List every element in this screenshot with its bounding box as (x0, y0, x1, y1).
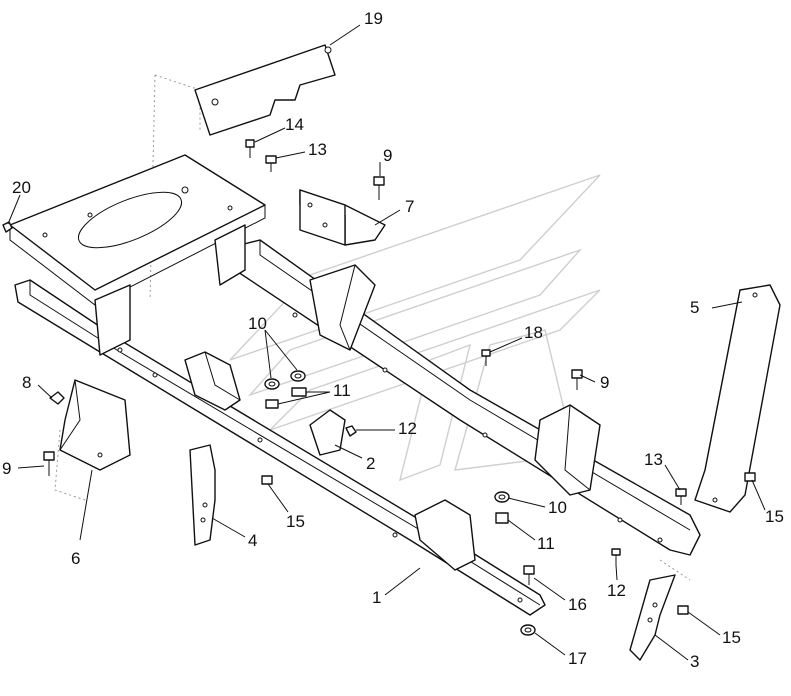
watermark-logo (229, 174, 601, 482)
callout-labels: 19 14 13 9 7 20 5 10 18 11 9 8 12 2 9 13… (2, 9, 784, 671)
callout-10: 10 (248, 314, 267, 333)
callout-15: 15 (765, 507, 784, 526)
cover-plate-19 (194, 44, 336, 136)
callout-13: 13 (644, 450, 663, 469)
callout-2: 2 (366, 454, 375, 473)
leader-lines (7, 24, 766, 661)
callout-16: 16 (568, 595, 587, 614)
callout-8: 8 (22, 373, 31, 392)
callout-12: 12 (607, 581, 626, 600)
callout-11: 11 (333, 381, 351, 400)
callout-18: 18 (524, 323, 543, 342)
bracket-2 (309, 409, 346, 456)
callout-14: 14 (285, 115, 304, 134)
callout-15: 15 (722, 628, 741, 647)
bracket-4 (189, 444, 216, 546)
hardware-bolts (2, 139, 687, 585)
top-deck-plate (9, 154, 266, 356)
callout-11: 11 (537, 534, 555, 553)
callout-3: 3 (690, 652, 699, 671)
hardware-nuts-washers (261, 370, 756, 636)
callout-20: 20 (12, 178, 31, 197)
callout-17: 17 (568, 649, 587, 668)
bracket-6 (59, 379, 131, 471)
callout-7: 7 (405, 197, 414, 216)
callout-5: 5 (690, 298, 699, 317)
callout-13: 13 (308, 140, 327, 159)
cross-member-rear (534, 404, 601, 496)
callout-10: 10 (548, 498, 567, 517)
callout-12: 12 (398, 419, 417, 438)
callout-1: 1 (372, 588, 381, 607)
callout-9: 9 (383, 146, 392, 165)
callout-19: 19 (364, 9, 383, 28)
bracket-3 (629, 574, 676, 661)
callout-15: 15 (286, 512, 305, 531)
cross-member-front (184, 351, 241, 411)
cross-member-center (309, 264, 376, 351)
callout-9: 9 (2, 459, 11, 478)
callout-6: 6 (71, 549, 80, 568)
bracket-5 (694, 284, 781, 513)
callout-9: 9 (600, 373, 609, 392)
bracket-7 (299, 189, 386, 246)
cross-member-lower (414, 499, 476, 571)
callout-4: 4 (248, 531, 257, 550)
